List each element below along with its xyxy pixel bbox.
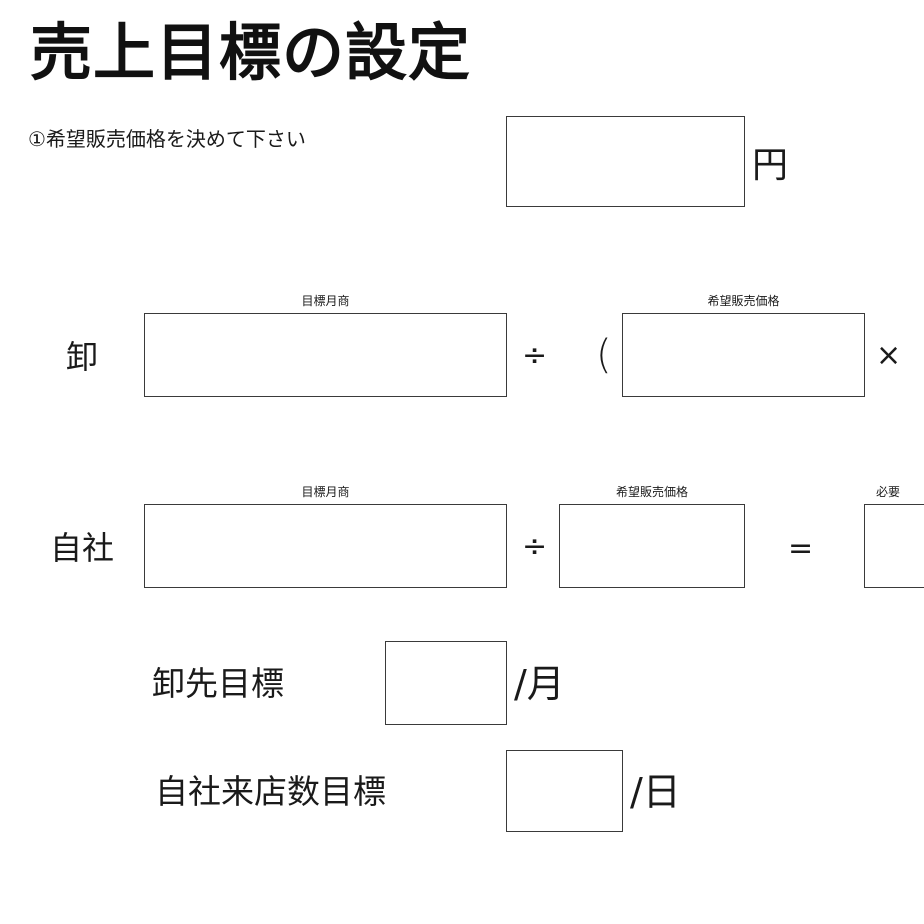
wholesale-row-label: 卸 <box>66 338 99 376</box>
per-month-unit: /月 <box>514 662 565 706</box>
company-divide-operator: ÷ <box>522 529 548 564</box>
wholesale-selling-price-input[interactable] <box>622 313 865 397</box>
wholesale-target-input[interactable] <box>385 641 507 725</box>
company-required-caption: 必要 <box>876 485 901 499</box>
page-title: 売上目標の設定 <box>30 16 472 89</box>
visitor-target-input[interactable] <box>506 750 623 832</box>
wholesale-divide-operator: ÷ <box>522 338 548 373</box>
per-day-unit: /日 <box>630 770 681 814</box>
selling-price-input[interactable] <box>506 116 745 207</box>
company-monthly-sales-caption: 目標月商 <box>301 485 350 499</box>
yen-unit-label: 円 <box>752 145 789 186</box>
wholesale-target-label: 卸先目標 <box>152 664 284 703</box>
company-equals-operator: = <box>788 531 814 566</box>
wholesale-open-paren: ( <box>596 332 612 378</box>
company-required-count-input[interactable] <box>864 504 924 588</box>
company-selling-price-input[interactable] <box>559 504 745 588</box>
step1-label: ①希望販売価格を決めて下さい <box>28 127 306 151</box>
wholesale-multiply-operator: × <box>876 338 902 373</box>
company-selling-price-caption: 希望販売価格 <box>615 485 688 499</box>
company-row-label: 自社 <box>50 529 115 567</box>
wholesale-selling-price-caption: 希望販売価格 <box>707 294 780 308</box>
company-monthly-sales-input[interactable] <box>144 504 507 588</box>
wholesale-monthly-sales-input[interactable] <box>144 313 507 397</box>
wholesale-monthly-sales-caption: 目標月商 <box>301 294 350 308</box>
visitor-target-label: 自社来店数目標 <box>155 772 386 811</box>
